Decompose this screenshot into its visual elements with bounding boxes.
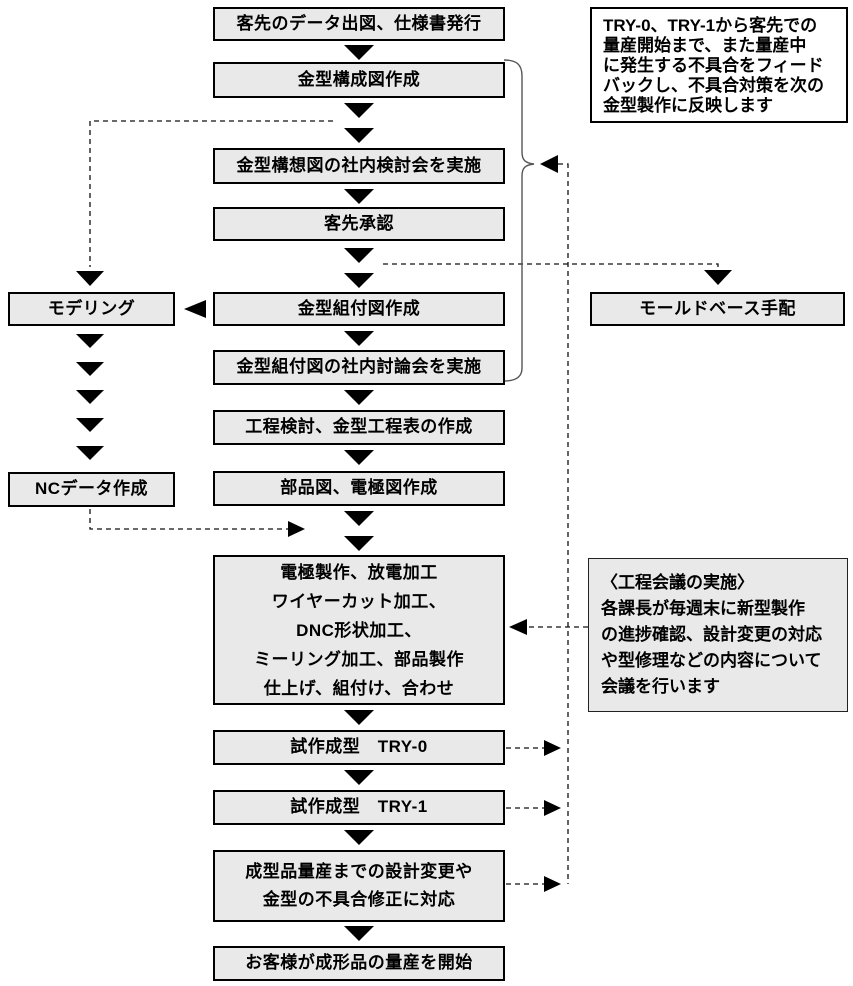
arrow-right-icon [544, 876, 561, 892]
arrow-right-icon [544, 800, 561, 816]
arrow-down-icon [344, 390, 374, 405]
arrow-down-icon [76, 390, 104, 404]
nc-branch-dashed-line [89, 509, 296, 530]
step-design-change-support: 成型品量産までの設計変更や 金型の不具合修正に対応 [213, 850, 505, 922]
step-process-planning: 工程検討、金型工程表の作成 [213, 410, 505, 445]
step-mass-production-start: お客様が成形品の量産を開始 [213, 946, 505, 981]
arrow-down-icon [344, 273, 374, 288]
arrow-down-icon [344, 45, 374, 60]
arrow-down-icon [344, 830, 374, 845]
design-steps-brace [503, 59, 535, 382]
arrow-down-icon [344, 103, 374, 118]
arrow-down-icon [344, 511, 374, 526]
step-try1: 試作成型 TRY-1 [213, 790, 505, 825]
arrow-left-icon [184, 300, 206, 318]
modeling-branch-dashed-line [89, 120, 333, 267]
arrow-down-icon [76, 446, 104, 460]
arrow-down-icon [344, 189, 374, 204]
arrow-left-icon [540, 155, 558, 173]
step-modeling: モデリング [8, 292, 175, 326]
step-parts-electrode-drawing: 部品図、電極図作成 [213, 471, 505, 506]
process-meeting-note: 〈工程会議の実施〉 各課長が毎週末に新型製作 の進捗確認、設計変更の対応 や型修… [588, 558, 848, 712]
arrow-down-icon [76, 362, 104, 376]
arrow-down-icon [76, 334, 104, 348]
arrow-left-icon [509, 619, 527, 635]
step-assembly-drawing-discussion: 金型組付図の社内討論会を実施 [213, 350, 505, 385]
step-customer-data-release: 客先のデータ出図、仕様書発行 [213, 7, 505, 41]
arrow-down-icon [344, 710, 374, 725]
step-customer-approval: 客先承認 [213, 207, 505, 241]
arrow-down-icon [76, 418, 104, 432]
arrow-down-icon [344, 128, 374, 143]
step-machining: 電極製作、放電加工 ワイヤーカット加工、 DNC形状加工、 ミーリング加工、部品… [213, 555, 505, 705]
feedback-dashed-line [558, 163, 569, 884]
arrow-down-icon [344, 450, 374, 465]
step-internal-review-meeting: 金型構想図の社内検討会を実施 [213, 148, 505, 184]
arrow-right-icon [544, 740, 561, 756]
arrow-down-icon [344, 248, 374, 263]
arrow-down-icon [344, 770, 374, 785]
arrow-down-icon [704, 270, 732, 285]
arrow-down-icon [76, 271, 104, 286]
arrow-down-icon [344, 331, 374, 346]
arrow-down-icon [344, 926, 374, 941]
feedback-note: TRY-0、TRY-1から客先での 量産開始まで、また量産中 に発生する不具合を… [590, 7, 848, 123]
arrow-right-icon [288, 521, 305, 537]
step-nc-data: NCデータ作成 [8, 472, 175, 507]
step-mold-structure-drawing: 金型構成図作成 [213, 62, 505, 98]
step-try0: 試作成型 TRY-0 [213, 730, 505, 765]
step-mold-base-order: モールドベース手配 [590, 292, 845, 326]
step-assembly-drawing: 金型組付図作成 [213, 292, 505, 326]
arrow-down-icon [344, 536, 374, 551]
moldbase-branch-dashed-line [383, 263, 719, 268]
